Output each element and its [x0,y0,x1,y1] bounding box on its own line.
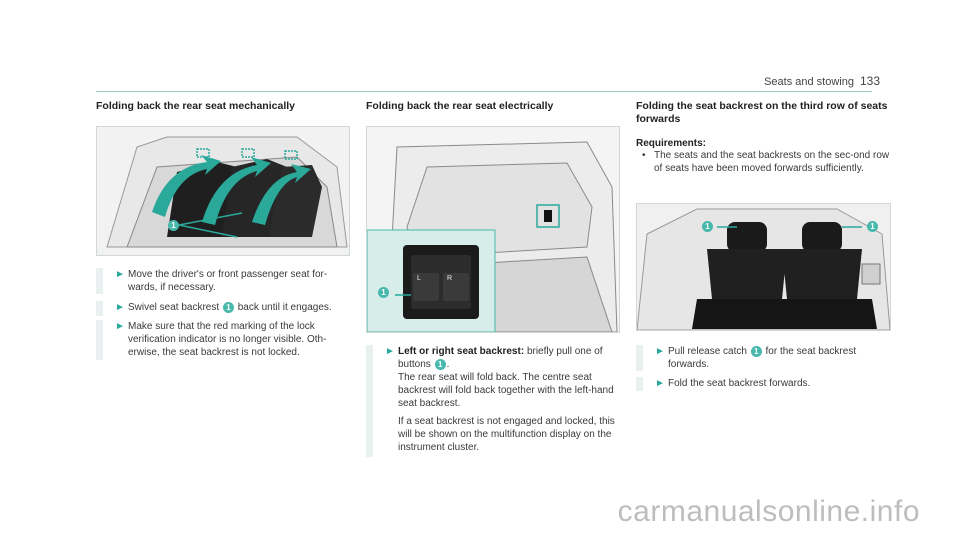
step-para-1: The rear seat will fold back. The centre… [398,372,614,409]
header-rule [96,91,872,92]
step-fold-forward: ► Fold the seat backrest forwards. [636,377,892,391]
step-arrow-icon: ► [115,269,125,280]
cargo-area-illustration [367,127,619,332]
figure-third-row-seat: 1 1 [636,203,891,331]
step-swivel-backrest: ► Swivel seat backrest 1 back until it e… [96,301,352,316]
heading-third-row: Folding the seat backrest on the third r… [636,100,888,125]
callout-1: 1 [378,287,389,298]
callout-1-right: 1 [867,221,878,232]
step-check-lock: ► Make sure that the red marking of the … [96,320,352,360]
callout-1: 1 [434,358,446,370]
requirements-item: •The seats and the seat backrests on the… [642,150,890,174]
requirements-title: Requirements: [636,138,707,149]
step-arrow-icon: ► [115,302,125,313]
column-third-row: Folding the seat backrest on the third r… [636,100,892,175]
step-para-2: If a seat backrest is not engaged and lo… [398,416,615,453]
step-text: Make sure that the red marking of the lo… [128,321,327,358]
step-label: Left or right seat backrest: [398,346,525,357]
figure-rear-seat-mechanical: 1 [96,126,350,256]
callout-1: 1 [750,345,762,357]
column-electrical: Folding back the rear seat electrically [366,100,622,113]
step-pull-release: ► Pull release catch 1 for the seat back… [636,345,892,371]
bullet-icon: • [642,150,646,161]
step-arrow-icon: ► [385,346,395,357]
step-text: Fold the seat backrest forwards. [668,378,811,389]
heading-mechanical: Folding back the rear seat mechanically [96,100,295,112]
section-name: Seats and stowing [764,76,854,88]
column-mechanical: Folding back the rear seat mechanically [96,100,352,113]
switch-label-left: L [417,275,421,282]
step-text: Move the driver's or front passenger sea… [128,269,328,293]
page-number: 133 [859,74,880,88]
callout-1: 1 [168,220,179,231]
heading-electrical: Folding back the rear seat electrically [366,100,554,112]
step-electrical-fold: ► Left or right seat backrest: briefly p… [366,345,622,457]
step-arrow-icon: ► [655,346,665,357]
rear-seat-illustration [97,127,349,255]
callout-1: 1 [222,301,234,313]
switch-label-right: R [447,275,453,282]
callout-1-left: 1 [702,221,713,232]
watermark: carmanualsonline.info [617,495,920,528]
step-arrow-icon: ► [655,378,665,389]
figure-rear-seat-electrical: 1 L R [366,126,620,333]
step-arrow-icon: ► [115,321,125,332]
third-row-illustration [637,204,890,330]
step-move-seat: ► Move the driver's or front passenger s… [96,268,352,294]
running-header: Seats and stowing 133 [764,74,880,88]
